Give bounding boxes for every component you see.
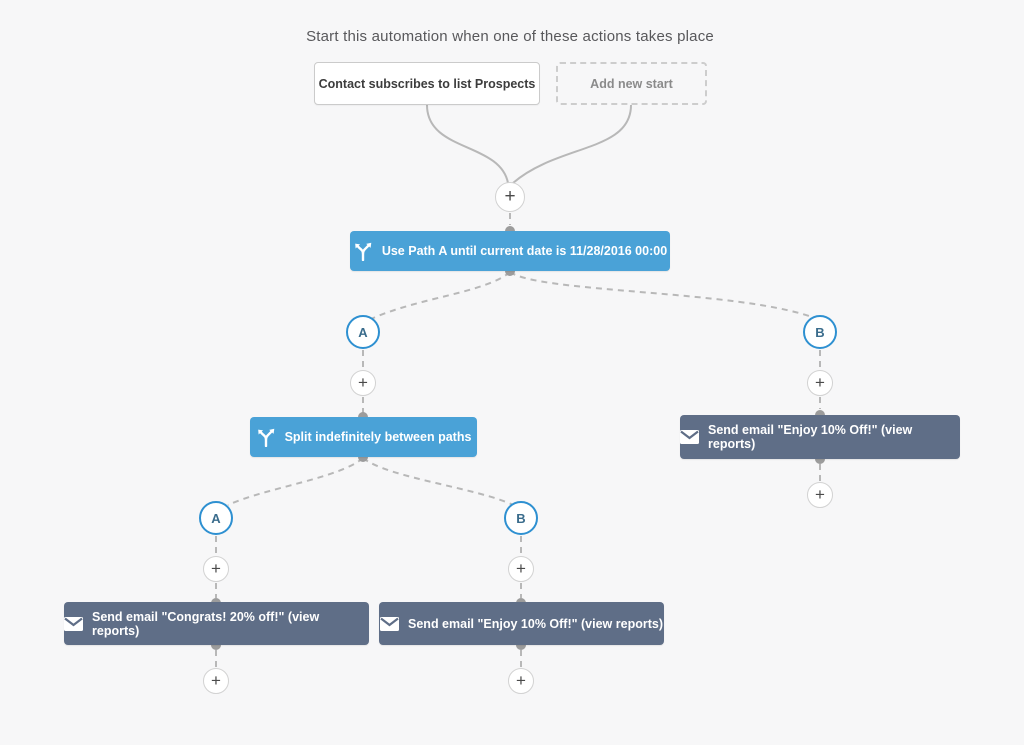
split-arrows-icon	[353, 242, 373, 261]
connector-split-to-a2	[227, 457, 364, 506]
connector-wait-to-b	[509, 271, 813, 318]
add-action-button-top[interactable]: +	[495, 182, 525, 212]
node-split-indefinitely-label: Split indefinitely between paths	[284, 430, 472, 444]
node-send-email-enjoy-upper[interactable]: Send email "Enjoy 10% Off!" (view report…	[680, 415, 960, 459]
branch-label: B	[815, 324, 825, 340]
branch-label: B	[516, 510, 526, 526]
branch-circle-a-upper: A	[346, 315, 380, 349]
plus-icon: +	[516, 558, 526, 578]
split-arrows-icon	[256, 428, 276, 447]
envelope-icon	[680, 430, 699, 444]
branch-label: A	[211, 510, 221, 526]
node-send-email-enjoy-upper-label: Send email "Enjoy 10% Off!" (view report…	[708, 423, 913, 451]
node-send-email-enjoy-lower[interactable]: Send email "Enjoy 10% Off!" (view report…	[379, 602, 664, 645]
branch-circle-b-lower: B	[504, 501, 538, 535]
node-send-email-enjoy-lower-label: Send email "Enjoy 10% Off!" (view report…	[408, 616, 663, 631]
add-action-button-end-b[interactable]: +	[508, 668, 534, 694]
node-split-indefinitely[interactable]: Split indefinitely between paths	[250, 417, 477, 457]
plus-icon: +	[211, 558, 221, 578]
add-action-button-after-email-upper[interactable]: +	[807, 482, 833, 508]
branch-circle-a-lower: A	[199, 501, 233, 535]
node-send-email-congrats-label: Send email "Congrats! 20% off!" (view re…	[92, 609, 320, 638]
plus-icon: +	[358, 372, 368, 392]
plus-icon: +	[815, 484, 825, 504]
add-action-button-branch-b-upper[interactable]: +	[807, 370, 833, 396]
branch-label: A	[358, 324, 368, 340]
envelope-icon	[64, 616, 83, 631]
node-wait-until-split-label: Use Path A until current date is 11/28/2…	[381, 244, 668, 258]
add-action-button-branch-a-lower[interactable]: +	[203, 556, 229, 582]
plus-icon: +	[815, 372, 825, 392]
plus-icon: +	[211, 670, 221, 690]
connector-split-to-b2	[362, 457, 514, 506]
plus-icon: +	[516, 670, 526, 690]
branch-circle-b-upper: B	[803, 315, 837, 349]
page-title: Start this automation when one of these …	[306, 28, 714, 45]
add-action-button-end-a[interactable]: +	[203, 668, 229, 694]
connector-trigger-to-plus	[426, 104, 509, 184]
envelope-icon	[380, 616, 400, 631]
node-wait-until-split[interactable]: Use Path A until current date is 11/28/2…	[350, 231, 670, 271]
start-trigger-label: Contact subscribes to list Prospects	[318, 76, 536, 91]
node-send-email-congrats[interactable]: Send email "Congrats! 20% off!" (view re…	[64, 602, 369, 645]
add-new-start-button[interactable]: Add new start	[556, 62, 707, 105]
connector-addnew-to-plus	[512, 104, 632, 184]
add-action-button-branch-b-lower[interactable]: +	[508, 556, 534, 582]
add-action-button-branch-a-upper[interactable]: +	[350, 370, 376, 396]
start-trigger-node[interactable]: Contact subscribes to list Prospects	[314, 62, 540, 105]
connector-wait-to-a	[370, 271, 511, 320]
plus-icon: +	[504, 185, 516, 207]
add-new-start-label: Add new start	[590, 76, 673, 91]
